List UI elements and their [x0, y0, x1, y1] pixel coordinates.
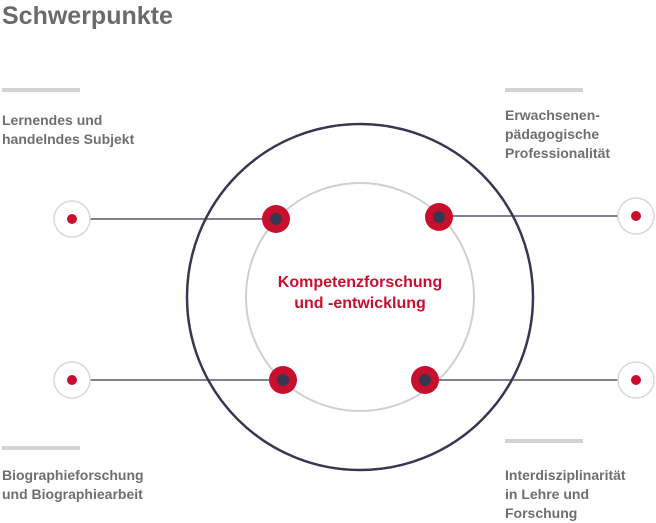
center-label: Kompetenzforschung und -entwicklung [232, 272, 488, 314]
inner-node-bottom-right [411, 366, 439, 394]
topic-label-bottom-right: Interdisziplinarität in Lehre und Forsch… [505, 467, 626, 521]
page-title: Schwerpunkte [2, 2, 173, 30]
topic-label-top-left: Lernendes und handelndes Subjekt [2, 112, 135, 147]
topic-label-bottom-left: Biographieforschung und Biographiearbeit [2, 467, 144, 502]
divider-bar-bottom-right [505, 439, 583, 443]
topic-label-top-right: Erwachsenen- pädagogische Professionalit… [505, 107, 611, 161]
inner-ring [245, 182, 475, 412]
divider-bar-bottom-left [2, 446, 80, 450]
outer-node-bottom-right [617, 361, 655, 399]
outer-ring [185, 122, 535, 472]
divider-bar-top-right [505, 88, 583, 92]
inner-node-top-left [262, 205, 290, 233]
outer-node-bottom-left [53, 361, 91, 399]
center-label-line2: und -entwicklung [294, 295, 426, 312]
divider-bar-top-left [2, 88, 80, 92]
outer-node-top-left [53, 200, 91, 238]
outer-node-top-right [617, 197, 655, 235]
inner-node-top-right [425, 203, 453, 231]
inner-node-bottom-left [269, 366, 297, 394]
center-label-line1: Kompetenzforschung [277, 274, 443, 291]
